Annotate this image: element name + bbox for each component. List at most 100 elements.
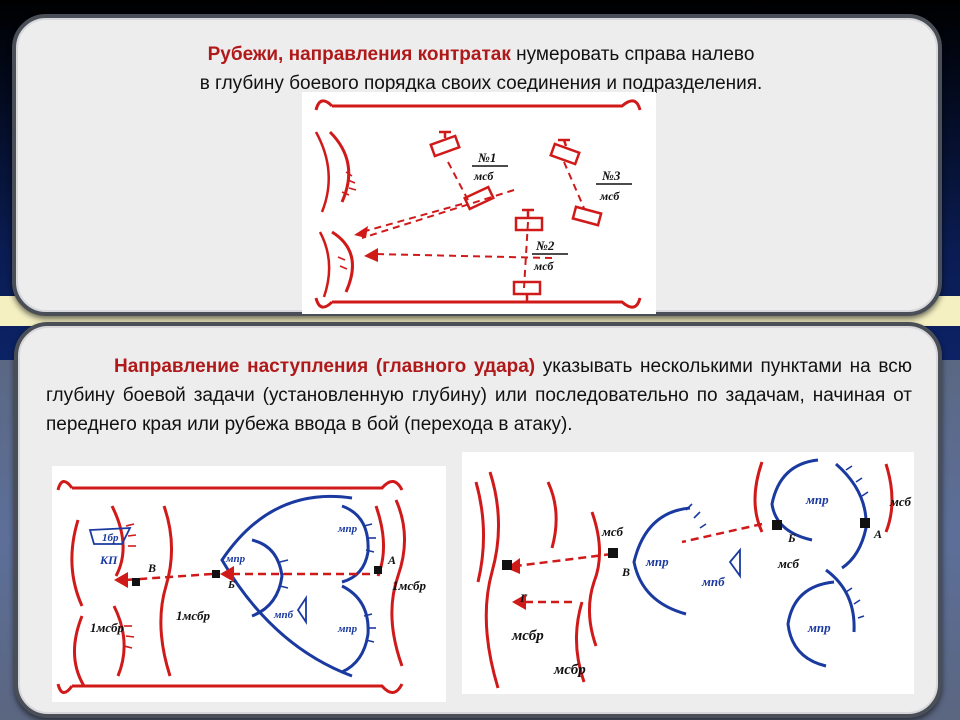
bottom-panel-text: Направление наступления (главного удара)… bbox=[46, 352, 912, 439]
label-mpr-1: мпр bbox=[645, 554, 669, 569]
label-1msbr-left: 1мсбр bbox=[90, 620, 124, 635]
svg-text:№1: №1 bbox=[477, 150, 496, 165]
bottom-panel: Направление наступления (главного удара)… bbox=[14, 322, 942, 718]
svg-text:№2: №2 bbox=[535, 238, 555, 253]
label-1msbr-right: 1мсбр bbox=[392, 578, 426, 593]
label-a-right: А bbox=[873, 527, 882, 541]
line-r-1 bbox=[484, 471, 501, 689]
objective-v bbox=[132, 578, 140, 586]
unit-symbol-3a bbox=[549, 142, 581, 166]
counterattack-link-1 bbox=[447, 161, 469, 201]
frame-bottom bbox=[56, 683, 404, 694]
top-panel-text-line2: в глубину боевого порядка своих соединен… bbox=[199, 73, 763, 94]
boundary-left-2 bbox=[72, 615, 86, 687]
unit-symbol-1b bbox=[463, 185, 495, 211]
defense-line-back-upper bbox=[314, 131, 330, 213]
enemy-top-arc bbox=[341, 504, 370, 584]
label-mpr-3: мпр bbox=[807, 620, 831, 635]
mpb-triangle bbox=[296, 595, 307, 625]
boundary-right-2 bbox=[374, 505, 386, 577]
boundary-left-4 bbox=[112, 605, 126, 677]
enemy-arc-3 bbox=[835, 462, 868, 570]
bottom-panel-text-rest: указывать несколькими пунктами на всю гл… bbox=[46, 356, 913, 435]
enemy-arc-4 bbox=[786, 580, 835, 668]
label-mpr-2: мпр bbox=[805, 492, 829, 507]
line-r-3 bbox=[546, 481, 558, 549]
top-panel-text: Рубежи, направления контратак нумеровать… bbox=[121, 40, 841, 98]
unit-symbol-3b bbox=[571, 205, 603, 227]
enemy-arc-5 bbox=[825, 568, 856, 633]
svg-text:№3: №3 bbox=[601, 168, 621, 183]
counterattack-diagram: №1 мсб №3 мсб №2 мсб bbox=[302, 92, 656, 314]
objective-a-right bbox=[860, 518, 870, 528]
unit-symbol-1a bbox=[429, 134, 461, 158]
bottom-panel-heading: Направление наступления (главного удара) bbox=[114, 356, 536, 377]
label-v: В bbox=[147, 561, 156, 575]
offensive-diagram-left: 1бр КП В 1мсбр 1мсбр мпр Б мпб мпр мпр А… bbox=[52, 466, 446, 702]
objective-b-right bbox=[772, 520, 782, 530]
counterattack-arrow-2 bbox=[361, 189, 515, 239]
line-r-4 bbox=[575, 601, 586, 683]
svg-text:мсб: мсб bbox=[599, 189, 620, 203]
frame-top bbox=[56, 480, 404, 491]
enemy-bottom-arc bbox=[341, 584, 370, 674]
objective-v-right bbox=[608, 548, 618, 558]
mpb-triangle-right bbox=[728, 547, 741, 579]
frame-bottom-line bbox=[314, 297, 642, 309]
label-msbr-1: мсбр bbox=[511, 628, 544, 644]
unit-label-2: №2 мсб bbox=[532, 238, 568, 273]
label-msb-3: мсб bbox=[889, 494, 912, 509]
counterattack-link-2 bbox=[523, 221, 529, 289]
svg-text:мсб: мсб bbox=[533, 259, 554, 273]
enemy-arc-1 bbox=[632, 506, 691, 616]
top-panel: Рубежи, направления контратак нумеровать… bbox=[12, 14, 942, 316]
counterattack-arrow-3 bbox=[373, 253, 553, 259]
offensive-diagram-right: Г мсбр мсбр мсб В мпр мпб Б мсб мпр А мс… bbox=[462, 452, 914, 694]
label-1br: 1бр bbox=[102, 532, 119, 544]
label-b: Б bbox=[227, 579, 235, 591]
label-mpb: мпб bbox=[273, 609, 294, 621]
unit-label-1: №1 мсб bbox=[472, 150, 508, 183]
objective-g bbox=[502, 560, 512, 570]
attack-arrow-r-1 bbox=[515, 552, 613, 568]
label-mpr-bottom: мпр bbox=[337, 623, 358, 635]
enemy-small-arc bbox=[251, 538, 284, 618]
line-r-6 bbox=[753, 461, 764, 533]
defense-line-upper bbox=[328, 130, 351, 203]
boundary-left-1 bbox=[70, 519, 84, 607]
attack-arrow-b-to-v bbox=[125, 572, 213, 582]
enemy-arc-2 bbox=[770, 458, 819, 542]
label-msb-2: мсб bbox=[777, 556, 800, 571]
enemy-big-arc bbox=[220, 494, 353, 678]
line-r-7 bbox=[884, 463, 894, 533]
svg-text:мсб: мсб bbox=[473, 169, 494, 183]
line-r-2 bbox=[474, 481, 486, 583]
objective-a bbox=[374, 566, 382, 574]
defense-line-lower bbox=[331, 230, 354, 293]
label-v-right: В bbox=[621, 565, 630, 579]
label-mpb-right: мпб bbox=[701, 574, 725, 589]
label-b-right: Б bbox=[787, 531, 796, 545]
label-kp: КП bbox=[99, 553, 118, 567]
boundary-mid bbox=[159, 505, 173, 677]
label-msb-1: мсб bbox=[601, 524, 624, 539]
label-msbr-2: мсбр bbox=[553, 662, 586, 678]
top-panel-text-rest: нумеровать справа налево bbox=[510, 44, 755, 65]
label-mpr-small: мпр bbox=[225, 553, 246, 565]
unit-symbol-2b bbox=[512, 280, 542, 296]
objective-b bbox=[212, 570, 220, 578]
counterattack-link-3 bbox=[563, 161, 585, 209]
frame-top-line bbox=[314, 99, 642, 111]
attack-arrow-r-2 bbox=[681, 522, 763, 544]
line-r-5 bbox=[587, 511, 602, 647]
label-a: А bbox=[387, 553, 396, 567]
boundary-right bbox=[390, 499, 407, 667]
top-panel-heading: Рубежи, направления контратак bbox=[207, 44, 511, 65]
defense-line-back-lower bbox=[318, 231, 331, 298]
unit-symbol-2a bbox=[514, 216, 544, 232]
unit-label-3: №3 мсб bbox=[596, 168, 632, 203]
counterattack-arrow-1 bbox=[361, 203, 463, 233]
kp-flag bbox=[88, 527, 132, 545]
label-1msbr-mid: 1мсбр bbox=[176, 608, 210, 623]
label-mpr-top: мпр bbox=[337, 523, 358, 535]
